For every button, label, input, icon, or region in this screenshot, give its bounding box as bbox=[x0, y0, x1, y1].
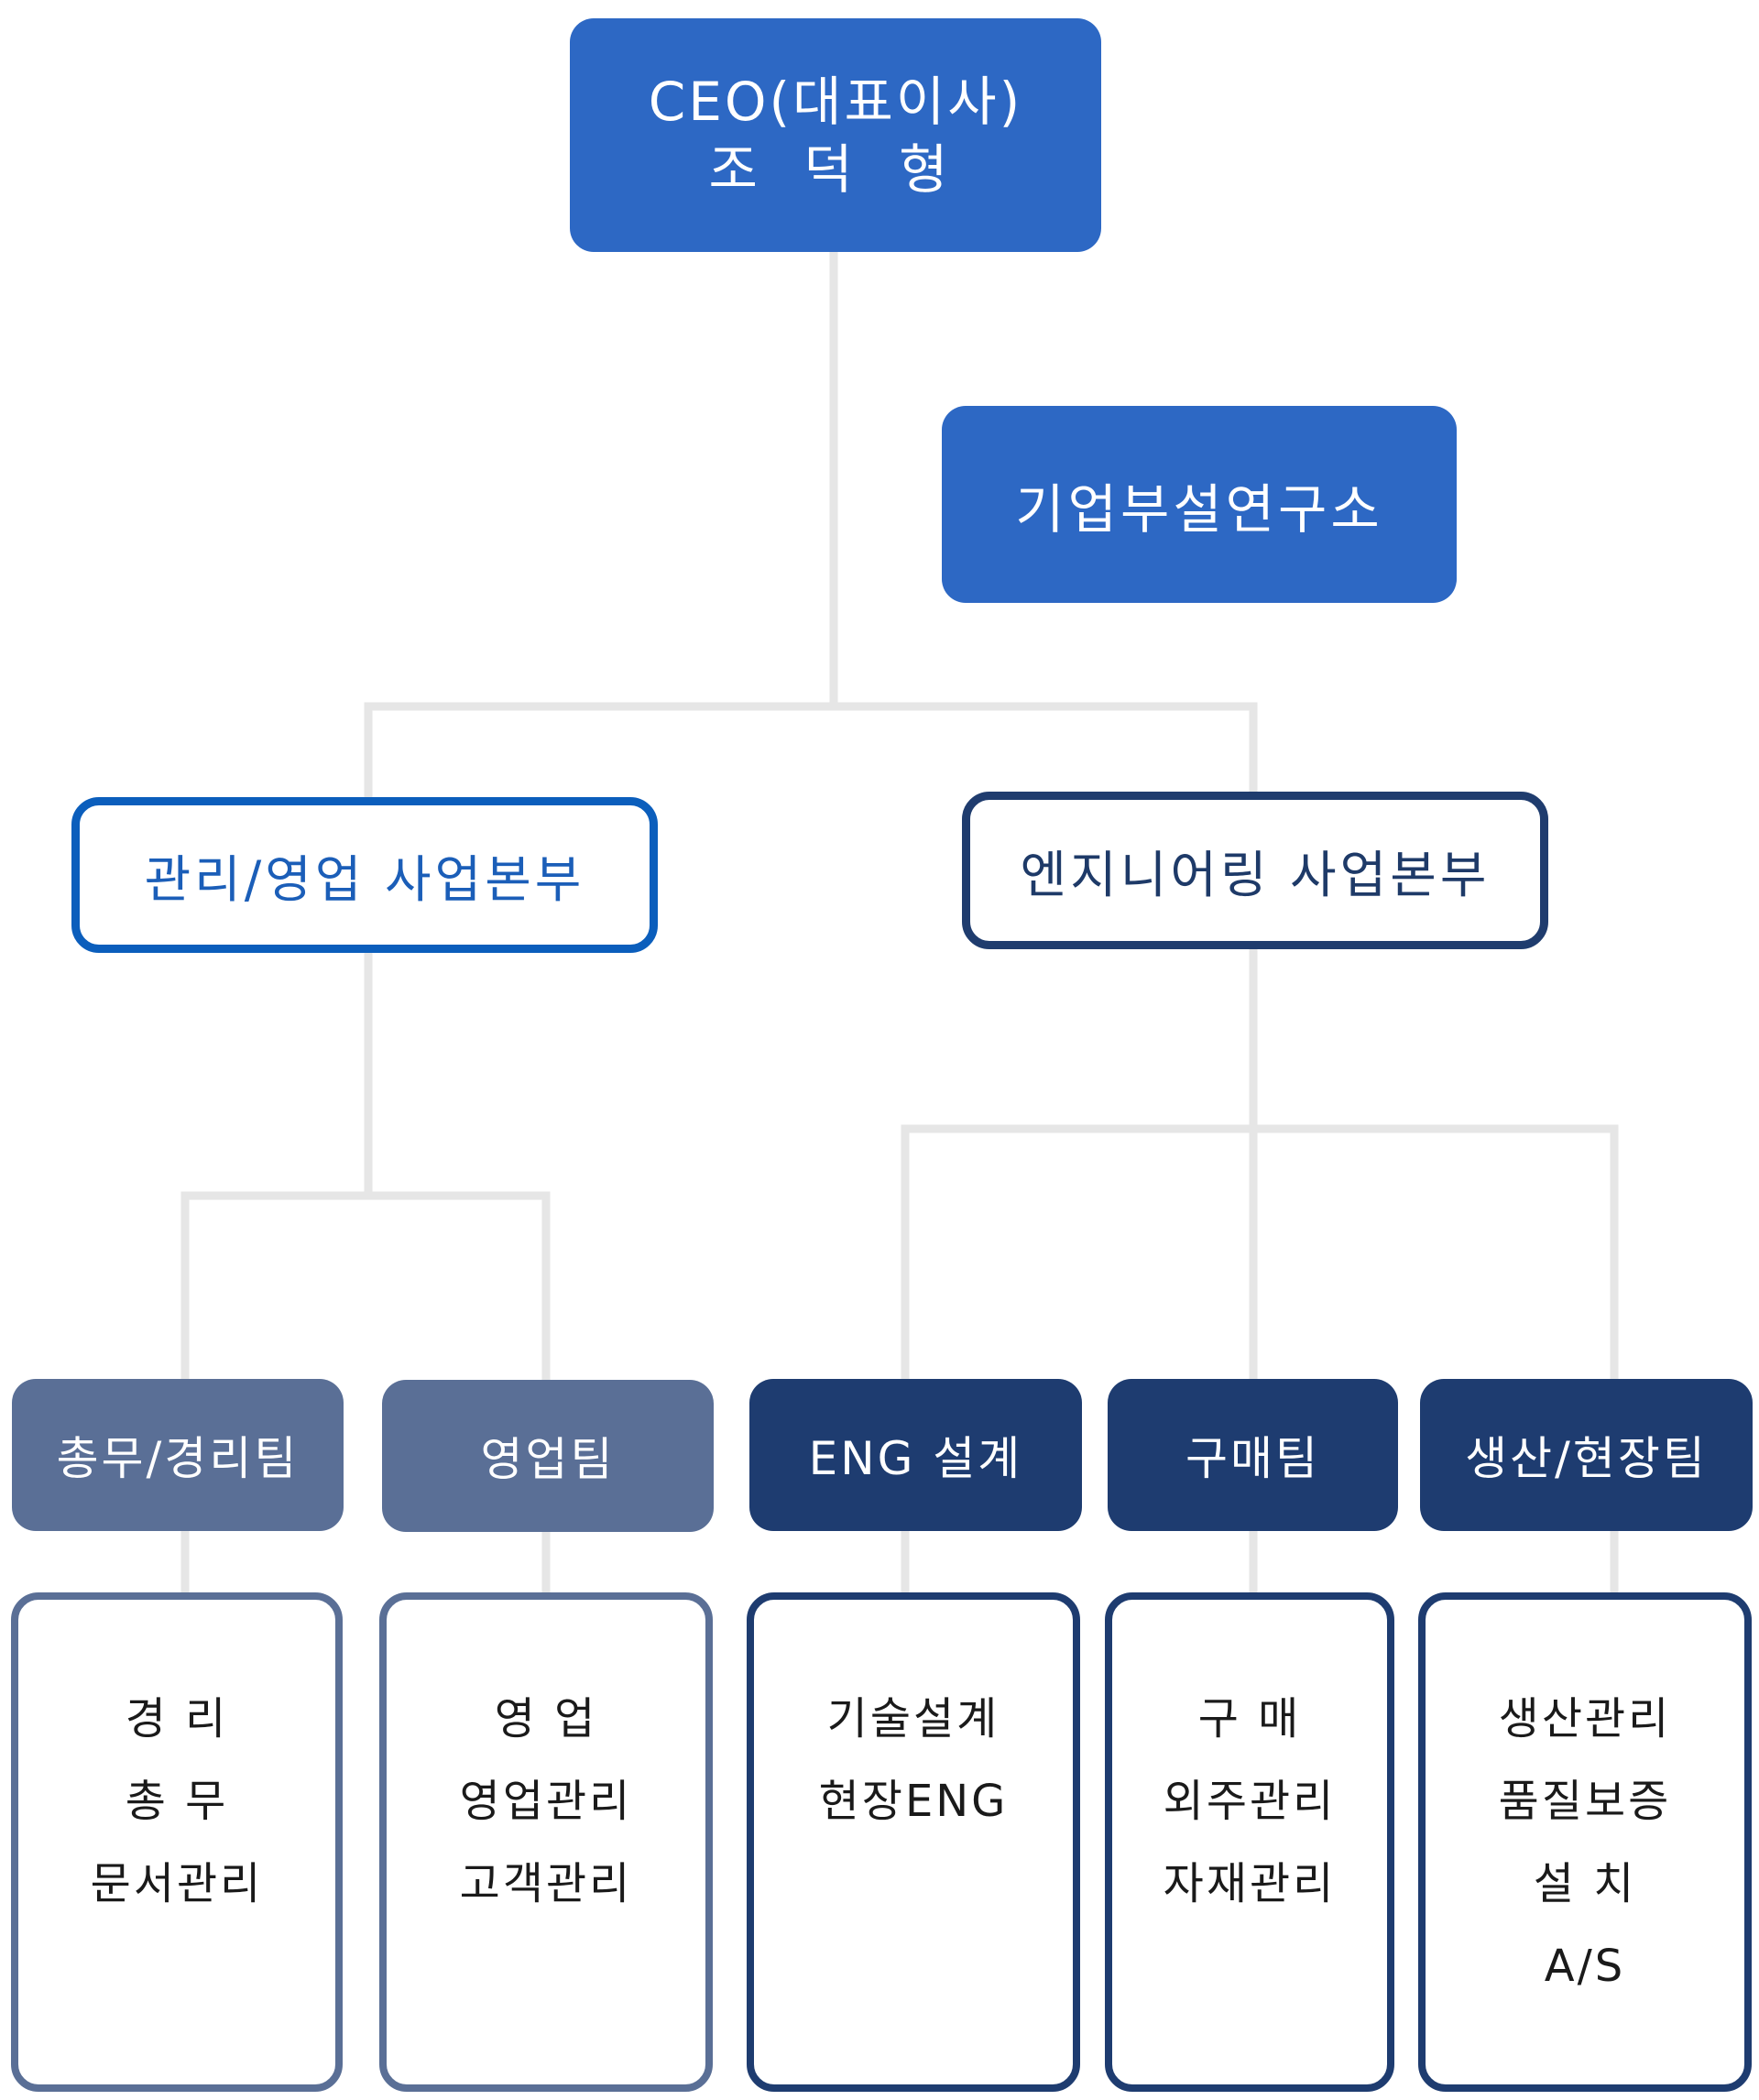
ceo-title: CEO(대표이사) bbox=[648, 70, 1023, 133]
team-production-field: 생산/현장팀 bbox=[1420, 1379, 1753, 1531]
duty-item: 총 무 bbox=[125, 1776, 229, 1827]
duty-item: 현장ENG bbox=[818, 1776, 1009, 1827]
research-lab-label: 기업부설연구소 bbox=[1015, 477, 1383, 541]
team-eng-design: ENG 설계 bbox=[749, 1379, 1082, 1531]
duties-general-accounting: 경 리 총 무 문서관리 bbox=[11, 1592, 343, 2092]
ceo-box: CEO(대표이사) 조 덕 형 bbox=[570, 18, 1101, 252]
team-label: ENG 설계 bbox=[808, 1432, 1023, 1485]
duty-item: 외주관리 bbox=[1163, 1776, 1337, 1827]
division-management-box: 관리/영업 사업본부 bbox=[71, 797, 658, 953]
duty-item: 경 리 bbox=[125, 1693, 229, 1745]
duty-item: A/S bbox=[1544, 1941, 1626, 1992]
duties-eng-design: 기술설계 현장ENG bbox=[747, 1592, 1080, 2092]
duty-item: 기술설계 bbox=[826, 1693, 1000, 1745]
duties-production-field: 생산관리 품질보증 설 치 A/S bbox=[1418, 1592, 1752, 2092]
ceo-name: 조 덕 형 bbox=[708, 137, 963, 201]
team-label: 영업팀 bbox=[480, 1433, 616, 1486]
duty-item: 구 매 bbox=[1197, 1693, 1302, 1745]
duty-item: 생산관리 bbox=[1498, 1693, 1672, 1745]
duties-purchasing: 구 매 외주관리 자재관리 bbox=[1105, 1592, 1394, 2092]
duty-item: 품질보증 bbox=[1498, 1776, 1672, 1827]
team-label: 총무/경리팀 bbox=[56, 1432, 300, 1485]
duty-item: 고객관리 bbox=[459, 1858, 633, 1909]
research-lab-box: 기업부설연구소 bbox=[942, 406, 1457, 603]
duty-item: 설 치 bbox=[1533, 1858, 1637, 1909]
team-purchasing: 구매팀 bbox=[1108, 1379, 1398, 1531]
team-general-accounting: 총무/경리팀 bbox=[12, 1379, 344, 1531]
duty-item: 문서관리 bbox=[90, 1858, 264, 1909]
team-sales: 영업팀 bbox=[382, 1380, 714, 1532]
division-engineering-label: 엔지니어링 사업본부 bbox=[1020, 846, 1491, 904]
duty-item: 자재관리 bbox=[1163, 1858, 1337, 1909]
team-label: 구매팀 bbox=[1185, 1432, 1320, 1485]
team-label: 생산/현장팀 bbox=[1465, 1432, 1708, 1485]
duty-item: 영업관리 bbox=[459, 1776, 633, 1827]
duties-sales: 영 업 영업관리 고객관리 bbox=[379, 1592, 713, 2092]
division-engineering-box: 엔지니어링 사업본부 bbox=[962, 792, 1548, 949]
duty-item: 영 업 bbox=[494, 1693, 598, 1745]
division-management-label: 관리/영업 사업본부 bbox=[144, 850, 585, 909]
